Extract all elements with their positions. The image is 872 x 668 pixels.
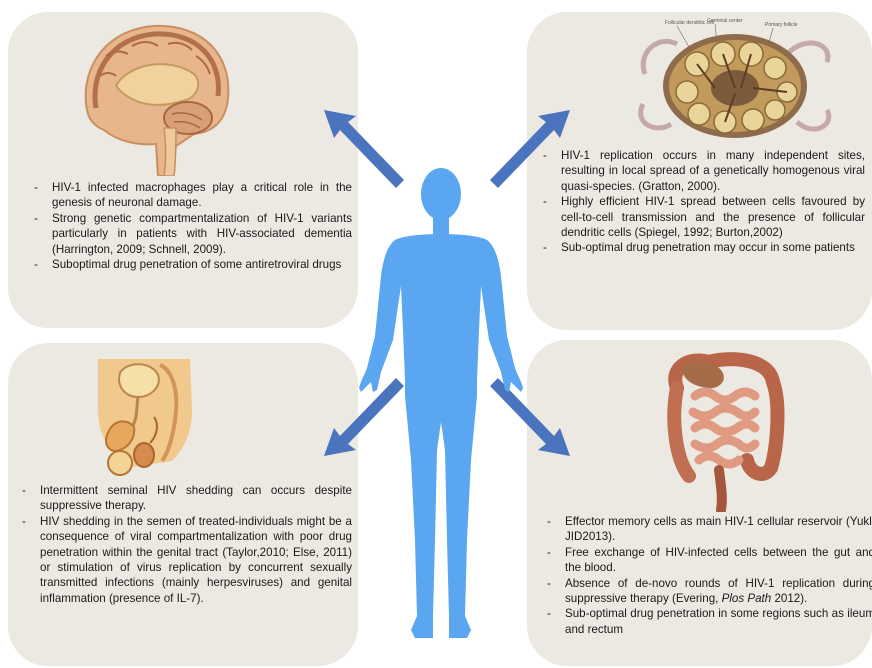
gut-finding-3-journal: Plos Path [722, 592, 772, 605]
human-body-silhouette [355, 160, 527, 650]
gut-panel: Effector memory cells as main HIV-1 cell… [527, 340, 872, 666]
intestine-illustration [659, 348, 789, 512]
figure-label-3: Primary follicle [765, 22, 798, 28]
brain-finding-3: Suboptimal drug penetration of some anti… [30, 257, 352, 272]
gut-finding-4: Sub-optimal drug penetration in some reg… [543, 606, 872, 637]
brain-findings-list: HIV-1 infected macrophages play a critic… [30, 180, 352, 272]
gut-finding-3-year: 2012). [771, 592, 807, 605]
genital-tract-findings-list: Intermittent seminal HIV shedding can oc… [18, 483, 352, 606]
genital-tract-finding-2: HIV shedding in the semen of treated-ind… [18, 514, 352, 606]
figure-label-2: Germinal center [707, 18, 743, 24]
lymph-node-findings-list: HIV-1 replication occurs in many indepen… [539, 148, 865, 256]
brain-finding-2: Strong genetic compartmentalization of H… [30, 211, 352, 257]
lymph-node-finding-2: Highly efficient HIV-1 spread between ce… [539, 194, 865, 240]
gut-finding-3: Absence of de-novo rounds of HIV-1 repli… [543, 576, 872, 607]
genital-tract-panel: Intermittent seminal HIV shedding can oc… [8, 343, 358, 666]
brain-panel: HIV-1 infected macrophages play a critic… [8, 12, 358, 328]
gut-finding-1: Effector memory cells as main HIV-1 cell… [543, 514, 872, 545]
genital-tract-illustration [92, 355, 198, 479]
genital-tract-finding-1: Intermittent seminal HIV shedding can oc… [18, 483, 352, 514]
gut-finding-2: Free exchange of HIV-infected cells betw… [543, 545, 872, 576]
brain-illustration [76, 16, 236, 176]
brain-finding-1: HIV-1 infected macrophages play a critic… [30, 180, 352, 211]
gut-findings-list: Effector memory cells as main HIV-1 cell… [543, 514, 872, 637]
gut-finding-3-text: Absence of de-novo rounds of HIV-1 repli… [565, 577, 872, 605]
lymph-node-illustration: Follicular dendritic cell Germinal cente… [637, 14, 837, 146]
lymph-node-finding-3: Sub-optimal drug penetration may occur i… [539, 240, 865, 255]
lymph-node-finding-1: HIV-1 replication occurs in many indepen… [539, 148, 865, 194]
lymph-node-panel: Follicular dendritic cell Germinal cente… [527, 12, 872, 330]
